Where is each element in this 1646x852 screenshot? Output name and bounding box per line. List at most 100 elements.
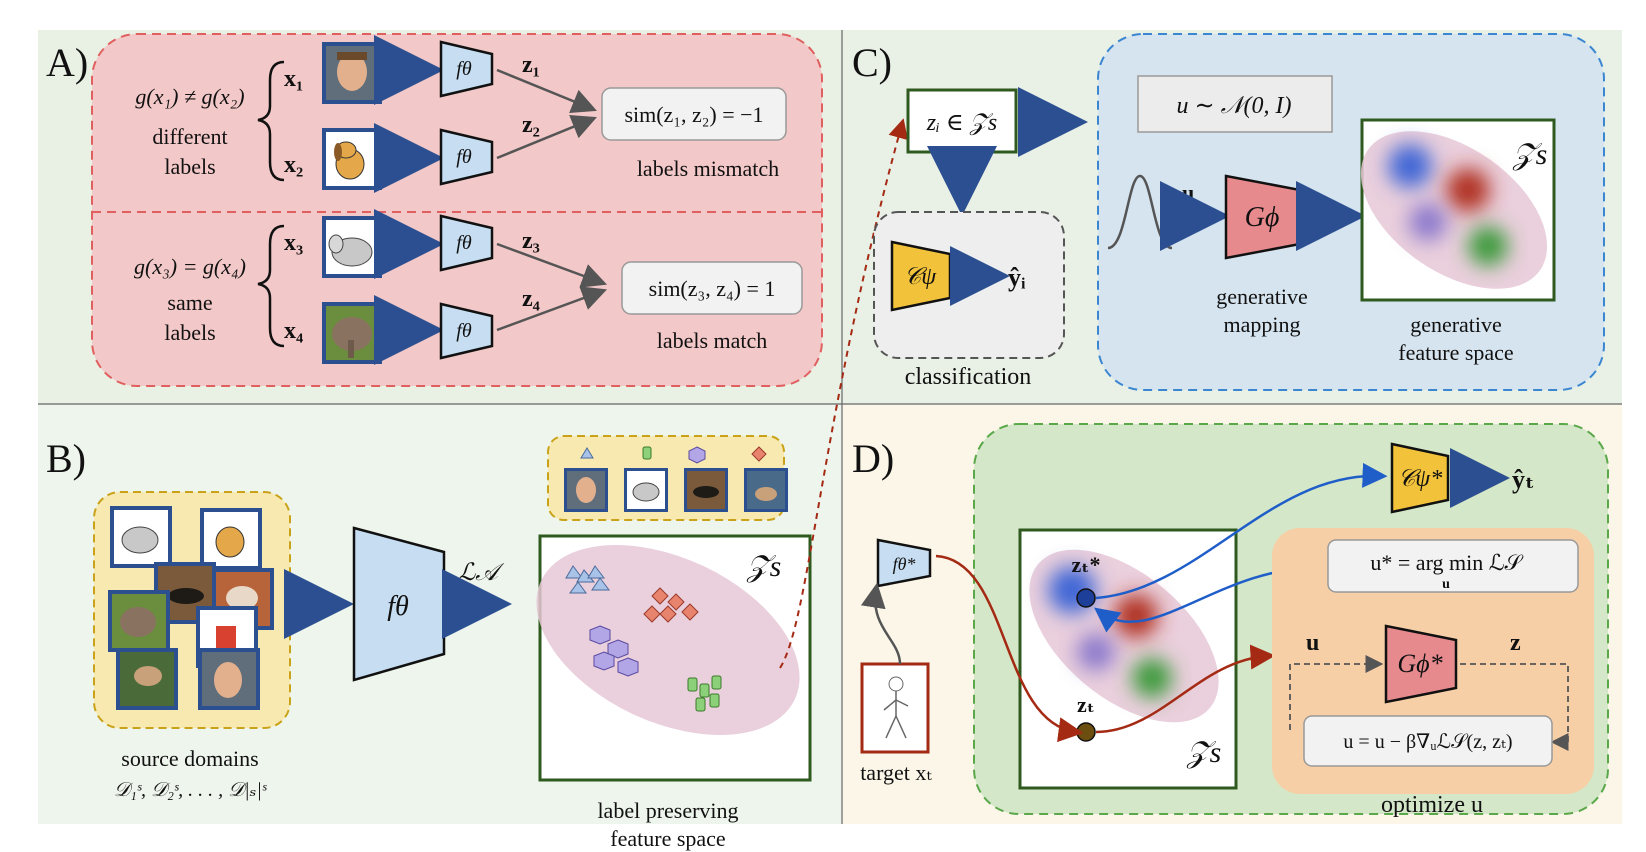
green-cluster-d <box>1132 658 1172 698</box>
label-preserving-line1: label preserving <box>597 798 738 823</box>
purple-cluster-d <box>1077 633 1115 671</box>
z3-label: z₃ <box>522 228 540 254</box>
encoder-label-4: fθ <box>456 320 472 342</box>
panel-b-label: B) <box>46 436 86 481</box>
dog-cartoon-x2 <box>322 128 382 190</box>
generator-trapezoid-d <box>1384 624 1458 704</box>
y-hat-i: ŷᵢ <box>1008 263 1026 292</box>
labels-match-text: labels match <box>657 328 768 353</box>
target-image-frame <box>860 662 930 754</box>
panel-d-label: D) <box>852 436 894 481</box>
target-label: target xₜ <box>860 760 932 785</box>
elephant-photo-x4 <box>322 302 382 364</box>
brace-bottom <box>257 224 285 348</box>
label-preserving-line2: feature space <box>610 826 725 851</box>
classifier-trapezoid-d <box>1390 442 1450 514</box>
arrow-encoder-zt <box>935 554 1084 743</box>
z4-label: z₄ <box>522 286 540 312</box>
noise-box <box>1137 75 1333 133</box>
u-label-c: u <box>1182 180 1194 205</box>
red-cluster-d <box>1114 594 1158 638</box>
arrow-z1-sim <box>496 68 597 113</box>
generator-label-c: Gϕ <box>1245 202 1280 233</box>
z2-label: z₂ <box>522 112 540 138</box>
update-box <box>1303 715 1553 767</box>
green-cluster <box>1468 226 1508 266</box>
z-t-star-point <box>1076 588 1096 608</box>
trapezoid-cluster <box>687 675 722 712</box>
panel-c: zᵢ ∈ 𝒵s 𝒞ψ ŷᵢ classification u ∼ 𝒩(0, I)… <box>873 33 1605 391</box>
arrow-zt-star-classifier <box>1095 462 1388 600</box>
blue-cluster <box>1388 144 1432 188</box>
panel-a-label: A) <box>46 40 88 85</box>
optimize-caption: optimize u <box>1381 792 1483 818</box>
sim-match-box <box>621 261 803 315</box>
encoder-label-2: fθ <box>456 146 472 168</box>
hexagon-cluster <box>589 625 639 677</box>
different-labels-line2: labels <box>164 154 215 179</box>
z-label-d: z <box>1510 630 1521 656</box>
gaussian-curve <box>1107 174 1173 250</box>
zi-label: zᵢ ∈ 𝒵s <box>926 110 998 136</box>
panel-c-label: C) <box>852 40 892 85</box>
classification-caption: classification <box>905 364 1032 390</box>
space-symbol-b: 𝒵s <box>746 550 782 583</box>
face-image-x1 <box>322 42 382 104</box>
generative-space-line1: generative <box>1410 312 1502 337</box>
generative-mapping-line1: generative <box>1216 284 1308 309</box>
u-label-d: u <box>1306 630 1319 656</box>
inequality-condition: g(x₁) ≠ g(x₂) <box>135 84 244 109</box>
y-hat-t: ŷₜ <box>1512 465 1535 494</box>
feature-space-ellipse <box>536 545 800 735</box>
z-t-star-label: zₜ* <box>1072 552 1101 577</box>
classifier-label: 𝒞ψ <box>904 264 937 290</box>
encoder-label-b: fθ <box>387 591 409 622</box>
x1-label: x₁ <box>284 66 303 92</box>
zi-box <box>906 88 1018 154</box>
brace-top <box>257 60 285 182</box>
update-formula: u = u − β∇ᵤℒ𝒮(z, zₜ) <box>1343 731 1512 753</box>
equality-condition: g(x₃) = g(x₄) <box>134 254 246 279</box>
source-domains-label: source domains <box>121 746 258 771</box>
encoder-trapezoid-b <box>352 526 446 682</box>
encoder-label-d: fθ* <box>893 554 916 574</box>
z-t-label: zₜ <box>1077 692 1095 717</box>
encoder-trapezoid-1 <box>439 40 494 98</box>
generator-label-d: Gϕ* <box>1397 649 1442 678</box>
encoder-label-3: fθ <box>456 232 472 254</box>
sim-match-formula: sim(z₃, z₄) = 1 <box>649 276 776 301</box>
space-symbol-d: 𝒵s <box>1186 736 1222 769</box>
red-cluster <box>1446 168 1490 212</box>
labels-mismatch-text: labels mismatch <box>637 156 779 181</box>
noise-formula: u ∼ 𝒩(0, I) <box>1176 93 1291 119</box>
same-labels-line2: labels <box>164 320 215 345</box>
arrow-z3-sim <box>496 242 608 288</box>
panel-b: source domains 𝒟₁ˢ, 𝒟₂ˢ, . . . , 𝒟|ₛ|ˢ f… <box>93 118 908 851</box>
x4-label: x₄ <box>284 318 303 344</box>
arrow-zt-optimizer <box>1095 644 1276 734</box>
loop-z-to-update <box>1460 663 1569 751</box>
encoder-trapezoid-3 <box>439 214 494 272</box>
space-symbol-c: 𝒵s <box>1512 138 1548 171</box>
x3-label: x₃ <box>284 230 303 256</box>
encoder-label-1: fθ <box>456 58 472 80</box>
generative-mapping-line2: mapping <box>1224 312 1301 337</box>
panel-d: fθ* target xₜ 𝒵s zₜ* zₜ 𝒞ψ* ŷₜ <box>860 423 1609 818</box>
arrow-z4-sim <box>496 286 608 332</box>
u-star-box <box>1327 539 1579 593</box>
arrow-z2-sim <box>496 115 597 160</box>
sim-mismatch-formula: sim(z₁, z₂) = −1 <box>624 102 763 127</box>
panel-a: g(x₁) ≠ g(x₂) different labels x₁ x₂ fθ … <box>91 33 823 387</box>
u-star-formula: u* = arg min ℒ𝒮 <box>1370 550 1523 575</box>
target-sketch <box>883 676 909 739</box>
purple-cluster <box>1409 203 1447 241</box>
generative-space-line2: feature space <box>1398 340 1513 365</box>
z-t-point <box>1076 722 1096 742</box>
x2-label: x₂ <box>284 152 303 178</box>
encoder-trapezoid-d <box>876 538 932 588</box>
class-thumbnails <box>564 468 788 512</box>
source-domains-formula: 𝒟₁ˢ, 𝒟₂ˢ, . . . , 𝒟|ₛ|ˢ <box>114 779 267 801</box>
classifier-label-d: 𝒞ψ* <box>1398 466 1442 492</box>
encoder-trapezoid-2 <box>439 128 494 186</box>
encoder-trapezoid-4 <box>439 302 494 360</box>
